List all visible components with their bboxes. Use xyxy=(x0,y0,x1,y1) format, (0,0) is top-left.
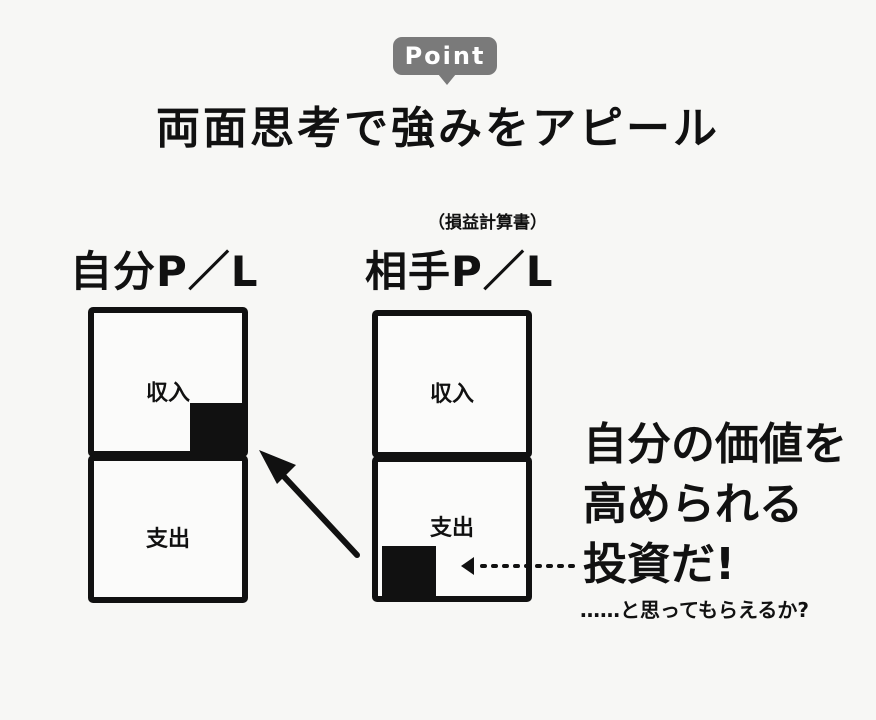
self-expense-box: 支出 xyxy=(88,455,248,603)
partner-income-box: 収入 xyxy=(372,310,532,458)
question-text: ……と思ってもらえるか? xyxy=(580,598,810,622)
value-message-line-1: 自分の価値を xyxy=(583,419,847,470)
point-badge: Point xyxy=(393,37,497,75)
self-income-value-block xyxy=(190,403,244,453)
partner-expense-label: 支出 xyxy=(429,516,474,541)
self-income-box: 収入 xyxy=(88,307,248,457)
value-message-line-3: 投資だ! xyxy=(583,539,736,590)
value-message-line-2: 高められる xyxy=(583,479,803,530)
self-pl-title: 自分P／L xyxy=(70,247,259,296)
dotted-pointer-arrow xyxy=(461,557,580,575)
point-badge-tail xyxy=(438,74,456,85)
investment-arrow xyxy=(259,450,360,558)
point-badge-text: Point xyxy=(404,42,486,70)
pl-note: （損益計算書） xyxy=(428,213,547,233)
self-income-label: 収入 xyxy=(145,381,190,406)
partner-pl-title: 相手P／L xyxy=(365,247,554,296)
main-title: 両面思考で強みをアピール xyxy=(156,103,720,154)
self-expense-label: 支出 xyxy=(145,527,190,552)
partner-income-label: 収入 xyxy=(429,382,474,407)
partner-expense-investment-block xyxy=(382,546,436,600)
value-message: 自分の価値を 高められる 投資だ! xyxy=(583,415,847,595)
partner-expense-box: 支出 xyxy=(372,456,532,602)
